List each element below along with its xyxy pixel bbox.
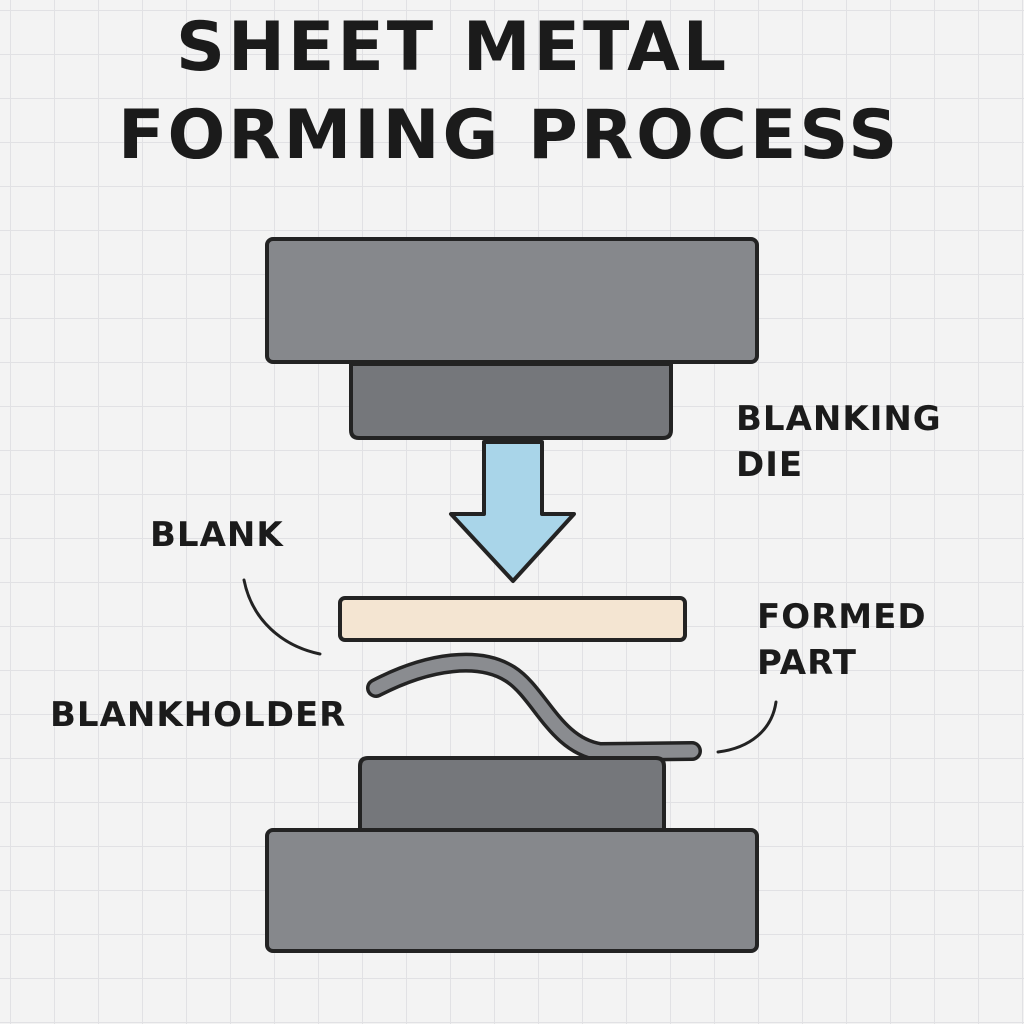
label-formed-part: FORMED PART <box>757 594 927 686</box>
title-line-1: SHEET METAL <box>176 8 730 87</box>
formed-part <box>369 656 699 759</box>
lower-die-block <box>358 756 666 832</box>
label-blanking-die: BLANKING DIE <box>736 396 942 488</box>
upper-punch-block <box>349 362 673 440</box>
label-formed-part-line-1: FORMED <box>757 597 927 637</box>
press-arrow <box>449 440 576 583</box>
label-blank: BLANK <box>150 515 284 555</box>
formed-part-leader-line <box>716 700 778 754</box>
lower-die-plate <box>265 828 759 953</box>
label-formed-part-line-2: PART <box>757 643 857 683</box>
upper-die-plate <box>265 237 759 364</box>
title-line-2: FORMING PROCESS <box>118 96 901 175</box>
label-blanking-die-line-1: BLANKING <box>736 399 942 439</box>
label-blanking-die-line-2: DIE <box>736 445 804 485</box>
blank-leader-line <box>242 578 322 656</box>
blank-sheet <box>338 596 687 642</box>
label-blankholder: BLANKHOLDER <box>50 695 347 735</box>
